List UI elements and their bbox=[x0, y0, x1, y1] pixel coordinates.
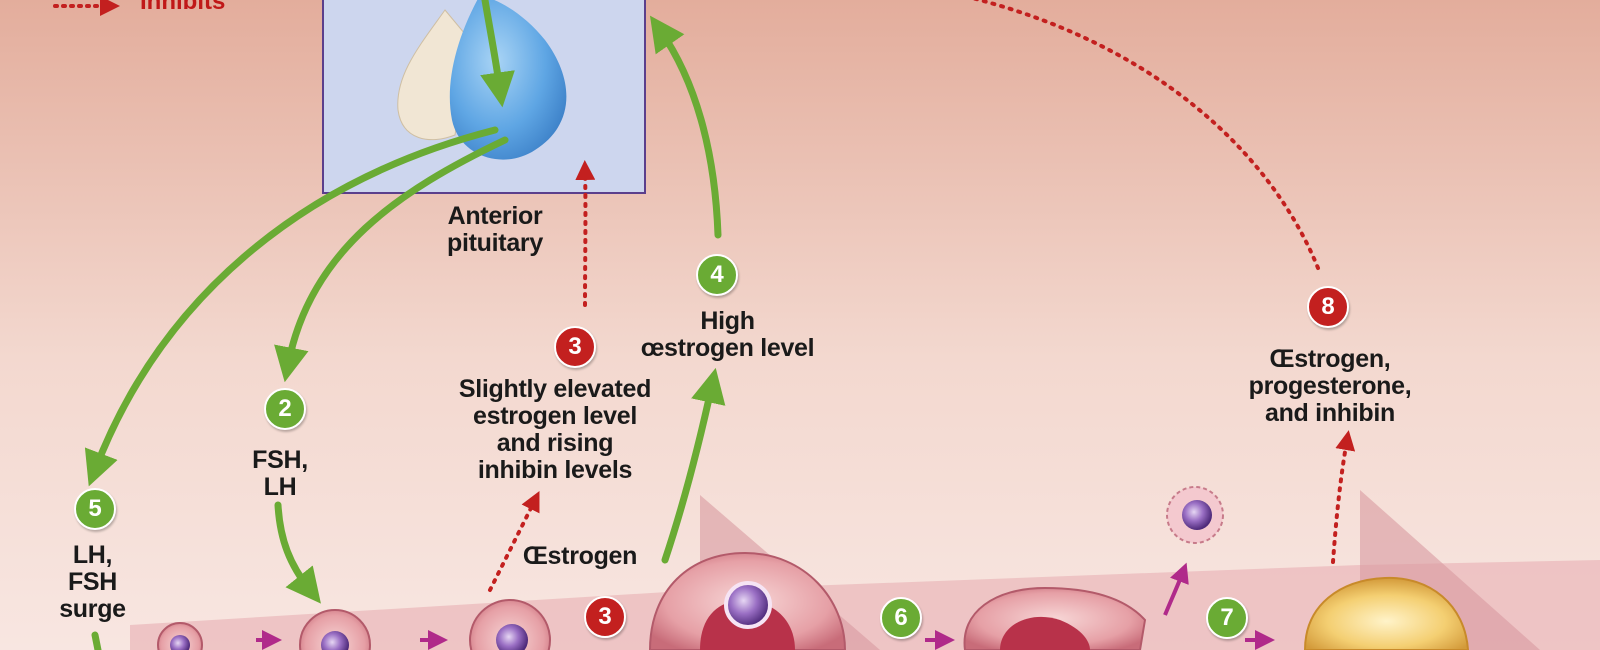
secondary-follicle bbox=[469, 599, 551, 650]
label-oestrogen: Œstrogen bbox=[522, 542, 638, 570]
badge-step-6: 6 bbox=[880, 597, 922, 639]
arrow-fsh-lh-to-follicle bbox=[274, 501, 321, 604]
arrow-pituitary-to-lh-fsh-surge bbox=[84, 126, 499, 487]
arrow-pituitary-to-fsh-lh bbox=[274, 136, 509, 383]
badge-step-4: 4 bbox=[696, 254, 738, 296]
label-oestrogen-progesterone-inhibin: Œstrogen, progesterone, and inhibin bbox=[1248, 345, 1412, 427]
ovulation-arrow bbox=[1163, 562, 1189, 616]
label-anterior-pituitary: Anterior pituitary bbox=[447, 202, 543, 257]
label-high-estrogen: High œstrogen level bbox=[640, 307, 815, 362]
badge-step-3-bottom: 3 bbox=[584, 596, 626, 638]
primordial-follicle bbox=[157, 622, 203, 650]
arrow-surge-down bbox=[91, 631, 102, 650]
label-lh-fsh-surge: LH, FSH surge bbox=[59, 541, 126, 623]
badge-step-2: 2 bbox=[264, 388, 306, 430]
corpus-luteum bbox=[1303, 576, 1470, 650]
label-fsh-lh: FSH, LH bbox=[252, 446, 308, 501]
mature-follicle bbox=[648, 551, 847, 650]
badge-step-8: 8 bbox=[1307, 286, 1349, 328]
label-slightly-elevated: Slightly elevated estrogen level and ris… bbox=[458, 375, 652, 484]
arrow-estrogen-to-high-level bbox=[661, 367, 726, 564]
primary-follicle bbox=[299, 609, 371, 650]
legend-inhibits-label: Inhibits bbox=[140, 0, 226, 15]
inhibit-arrow-corpus-to-8 bbox=[1331, 430, 1356, 564]
inhibit-arrow-8-to-hypothalamus bbox=[971, 0, 1320, 270]
badge-step-7: 7 bbox=[1206, 597, 1248, 639]
arrow-high-estrogen-to-pituitary bbox=[649, 15, 722, 239]
released-oocyte bbox=[1166, 486, 1224, 544]
arrow-into-pituitary bbox=[480, 0, 515, 108]
inhibit-arrow-estrogen-to-3 bbox=[488, 491, 540, 592]
badge-step-5: 5 bbox=[74, 488, 116, 530]
ruptured-follicle bbox=[963, 586, 1147, 650]
badge-step-3-top: 3 bbox=[554, 326, 596, 368]
